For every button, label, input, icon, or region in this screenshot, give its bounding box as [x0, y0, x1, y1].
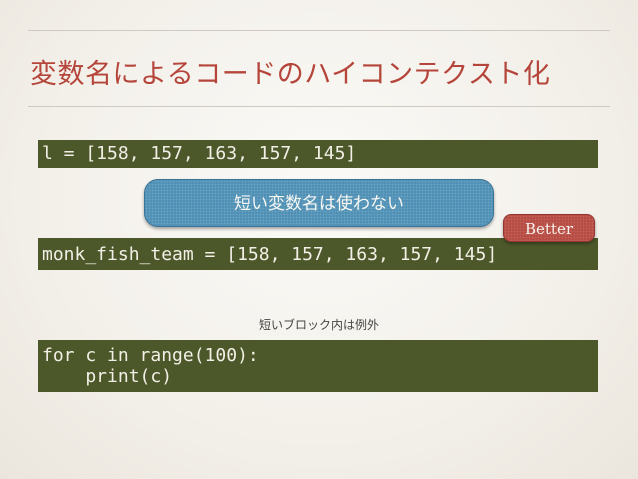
top-divider: [28, 30, 610, 31]
code-short-variable: l = [158, 157, 163, 157, 145]: [38, 140, 598, 168]
code-loop-example: for c in range(100): print(c): [38, 340, 598, 392]
code-descriptive-variable: monk_fish_team = [158, 157, 163, 157, 14…: [38, 238, 598, 270]
title-divider: [28, 106, 610, 107]
better-badge: Better: [503, 214, 595, 242]
exception-note: 短いブロック内は例外: [258, 318, 379, 332]
callout-no-short-names: 短い変数名は使わない: [144, 179, 494, 227]
slide-title: 変数名によるコードのハイコンテクスト化: [30, 59, 551, 90]
